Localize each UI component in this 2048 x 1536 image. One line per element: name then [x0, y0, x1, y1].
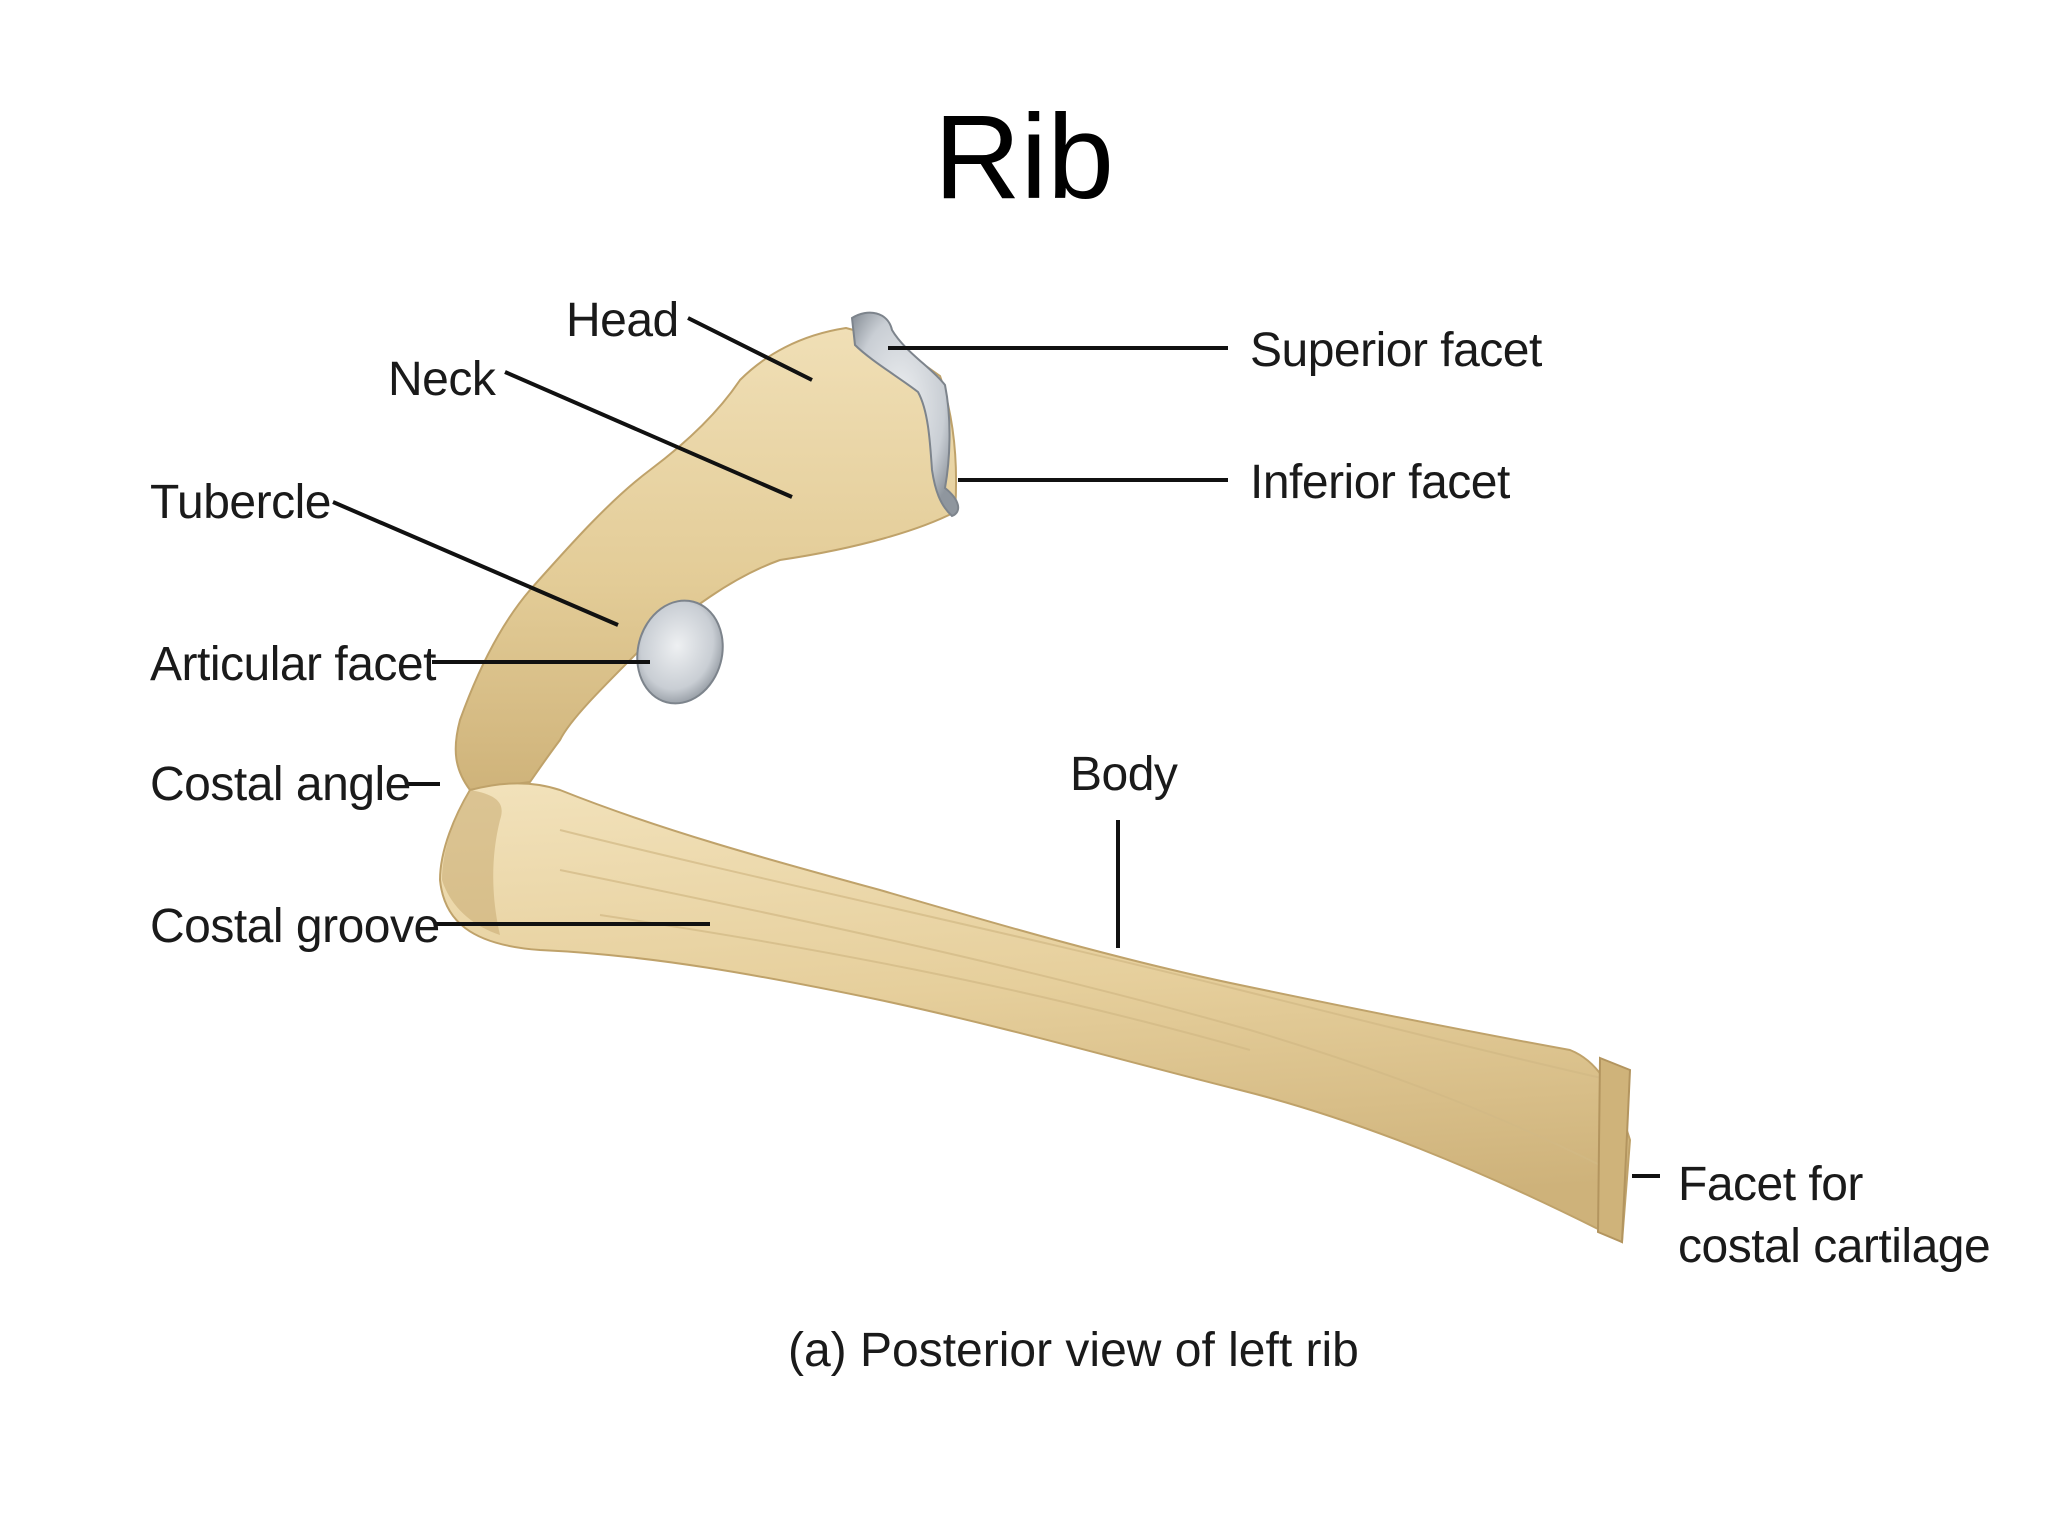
leader-neck [504, 370, 793, 499]
label-superior-facet: Superior facet [1250, 324, 1542, 377]
slide-title: Rib [933, 90, 1115, 224]
articular-facet-shape [636, 599, 724, 705]
facet-costal-end [1596, 1056, 1632, 1244]
figure-caption: (a) Posterior view of left rib [788, 1324, 1359, 1377]
label-tubercle: Tubercle [150, 476, 331, 529]
label-costal-angle: Costal angle [150, 758, 411, 811]
label-costal-groove: Costal groove [150, 900, 440, 953]
rib-texture [559, 829, 1611, 1171]
rib-head-neck [454, 326, 958, 792]
label-inferior-facet: Inferior facet [1250, 456, 1510, 509]
label-facet-costal-line2: costal cartilage [1678, 1220, 1990, 1273]
label-articular-facet: Articular facet [150, 638, 436, 691]
leader-head [687, 316, 813, 382]
label-body: Body [1070, 748, 1178, 801]
superior-facet-shape [850, 311, 960, 518]
leader-tubercle [332, 500, 619, 627]
label-head: Head [566, 294, 679, 347]
rib-body [438, 782, 1632, 1244]
label-neck: Neck [388, 353, 497, 406]
costal-angle-shading [442, 790, 502, 935]
label-facet-costal-line1: Facet for [1678, 1158, 1863, 1211]
